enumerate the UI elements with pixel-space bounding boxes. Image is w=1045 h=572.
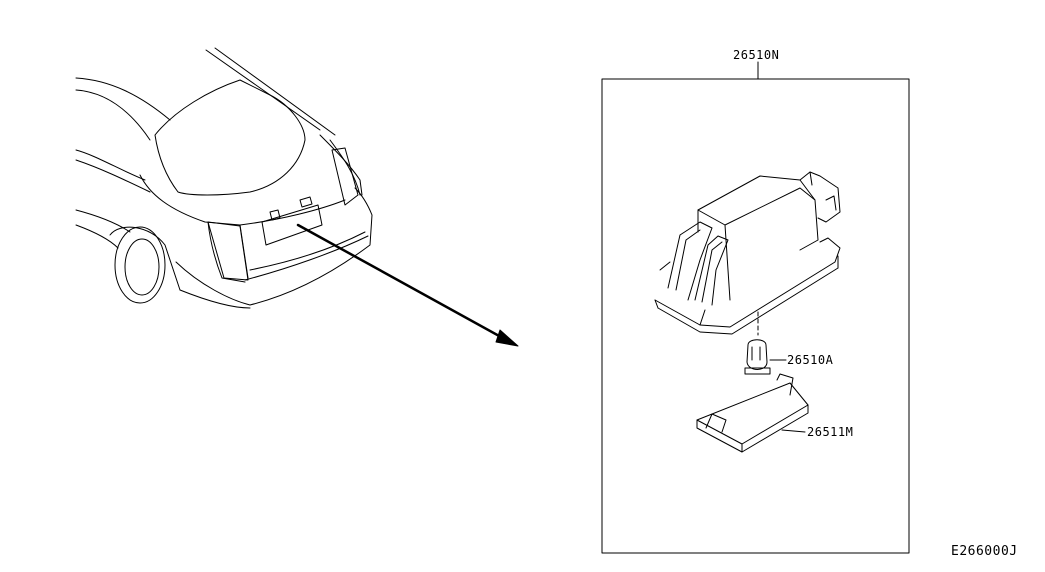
callout-assembly: 26510N xyxy=(733,48,780,62)
lamp-assembly-illustration xyxy=(654,171,841,335)
vehicle-rear-illustration xyxy=(75,47,373,309)
detail-frame xyxy=(601,78,910,554)
callout-bulb: 26510A xyxy=(787,353,834,367)
callout-lens: 26511M xyxy=(807,425,854,439)
leader-26511M xyxy=(781,429,806,433)
diagram-code: E266000J xyxy=(951,544,1018,559)
pointer-arrow xyxy=(296,223,519,347)
lens-illustration xyxy=(696,373,809,453)
bulb-illustration xyxy=(744,339,771,375)
